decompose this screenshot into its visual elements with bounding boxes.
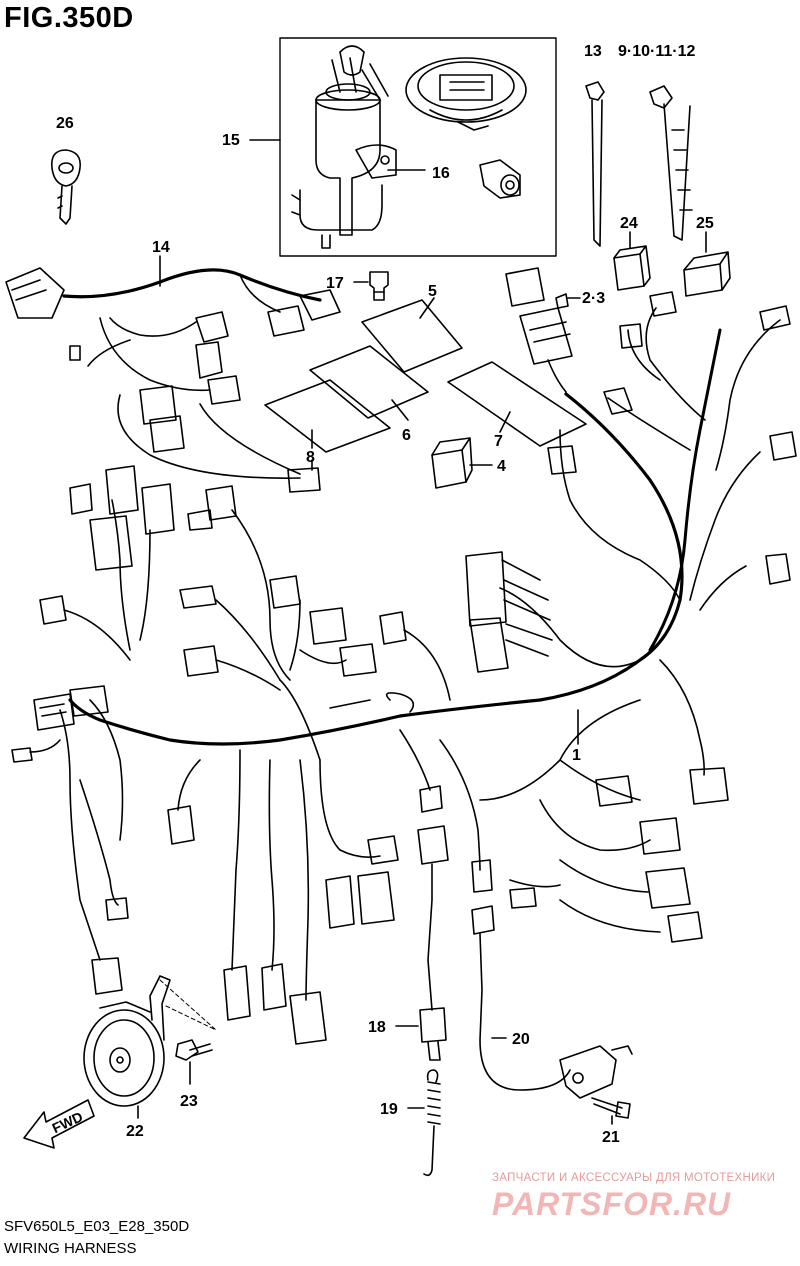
connector-25 xyxy=(683,231,731,297)
switch-18 xyxy=(395,825,449,1061)
screw-21 xyxy=(591,1097,631,1125)
callout-2-3: 2·3 xyxy=(582,290,605,307)
connector-24 xyxy=(613,231,651,291)
figure-title: FIG.350D xyxy=(4,2,134,34)
callout-1: 1 xyxy=(572,747,581,764)
bolt-17 xyxy=(353,271,389,301)
callout-4: 4 xyxy=(497,458,506,475)
sub-harness-14 xyxy=(5,255,341,493)
callout-21: 21 xyxy=(602,1129,620,1146)
callout-6: 6 xyxy=(402,427,411,444)
callout-24: 24 xyxy=(620,215,638,232)
fwd-label: FWD xyxy=(50,1108,86,1136)
callout-17: 17 xyxy=(326,275,344,292)
callout-labels: 1 2·3 4 5 6 7 8 9·10·11·12 13 14 15 16 1… xyxy=(56,43,714,1146)
callout-7: 7 xyxy=(494,433,503,450)
figure-name: WIRING HARNESS xyxy=(4,1240,137,1257)
callout-23: 23 xyxy=(180,1093,198,1110)
callout-26: 26 xyxy=(56,115,74,132)
callout-5: 5 xyxy=(428,283,437,300)
watermark-tagline: ЗАПЧАСТИ И АКСЕССУАРЫ ДЛЯ МОТОТЕХНИКИ xyxy=(492,1172,776,1184)
ignition-key xyxy=(50,149,82,225)
switch-20 xyxy=(471,905,633,1099)
grommet-4 xyxy=(431,437,493,489)
callout-19: 19 xyxy=(380,1101,398,1118)
ignition-switch-set xyxy=(249,37,557,257)
callout-20: 20 xyxy=(512,1031,530,1048)
main-wiring-harness xyxy=(11,291,797,1045)
clamp-13 xyxy=(585,81,605,247)
callout-25: 25 xyxy=(696,215,714,232)
callout-9-12: 9·10·11·12 xyxy=(618,43,695,60)
horn-22 xyxy=(83,975,217,1119)
callout-22: 22 xyxy=(126,1123,144,1140)
sheets xyxy=(264,297,587,453)
connector-2-3 xyxy=(505,267,581,393)
spring-19 xyxy=(407,1069,441,1177)
bolt-23 xyxy=(175,1039,213,1085)
callout-14: 14 xyxy=(152,239,170,256)
callout-8: 8 xyxy=(306,449,315,466)
figure-code: SFV650L5_E03_E28_350D xyxy=(4,1218,190,1235)
callout-15: 15 xyxy=(222,132,240,149)
fwd-direction-arrow: FWD xyxy=(23,1099,95,1149)
callout-13: 13 xyxy=(584,43,602,60)
callout-16: 16 xyxy=(432,165,450,182)
clamp-9-12 xyxy=(649,85,693,241)
watermark-logo: PARTSFOR.RU xyxy=(492,1186,732,1222)
callout-18: 18 xyxy=(368,1019,386,1036)
